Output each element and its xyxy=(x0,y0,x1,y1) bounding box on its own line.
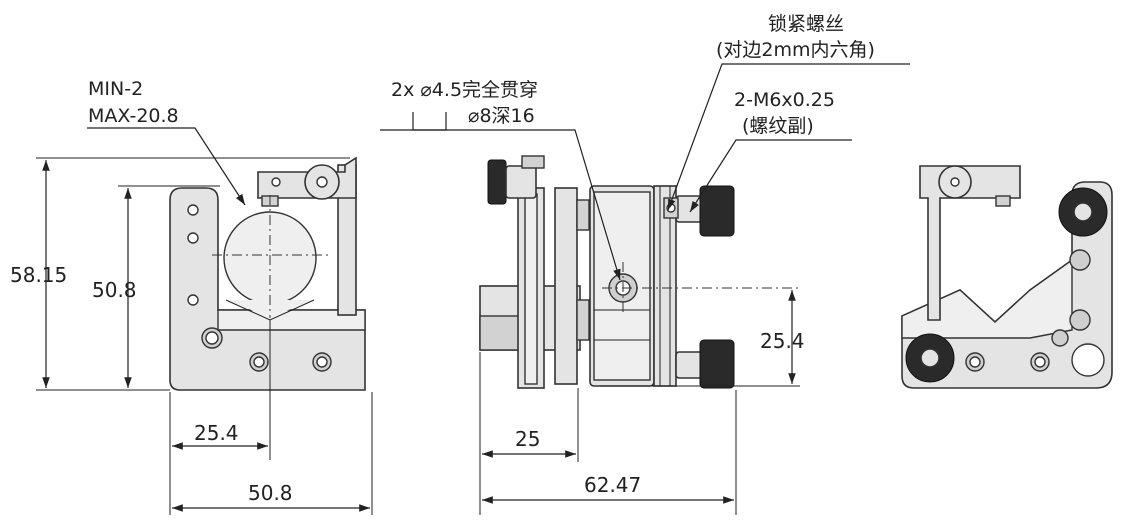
dim-height-total: 58.15 xyxy=(10,263,67,287)
dim-side-width-total: 62.47 xyxy=(584,473,641,497)
hole-note-2: ⌀8深16 xyxy=(468,105,535,127)
thread-label-2: (螺纹副) xyxy=(742,115,814,137)
front-view: MIN-2 MAX-20.8 58.15 50.8 25.4 50.8 xyxy=(10,78,373,515)
dim-height-center: 50.8 xyxy=(92,278,137,302)
min-label: MIN-2 xyxy=(88,78,143,100)
dim-width-total: 50.8 xyxy=(248,481,293,505)
hole-note-1: 2x ⌀4.5完全贯穿 xyxy=(391,79,538,101)
lock-screw-label-2: (对边2mm内六角) xyxy=(716,39,875,61)
dim-side-width-partial: 25 xyxy=(515,427,540,451)
lock-screw-label-1: 锁紧螺丝 xyxy=(768,13,844,35)
rear-view xyxy=(901,165,1113,389)
dim-width-half: 25.4 xyxy=(194,421,239,445)
side-view: 2x ⌀4.5完全贯穿 ⌀8深16 锁紧螺丝 (对边2mm内六角) 2-M6x0… xyxy=(380,13,910,515)
thread-label-1: 2-M6x0.25 xyxy=(734,89,835,111)
dim-side-height: 25.4 xyxy=(760,329,805,353)
max-label: MAX-20.8 xyxy=(88,105,179,127)
